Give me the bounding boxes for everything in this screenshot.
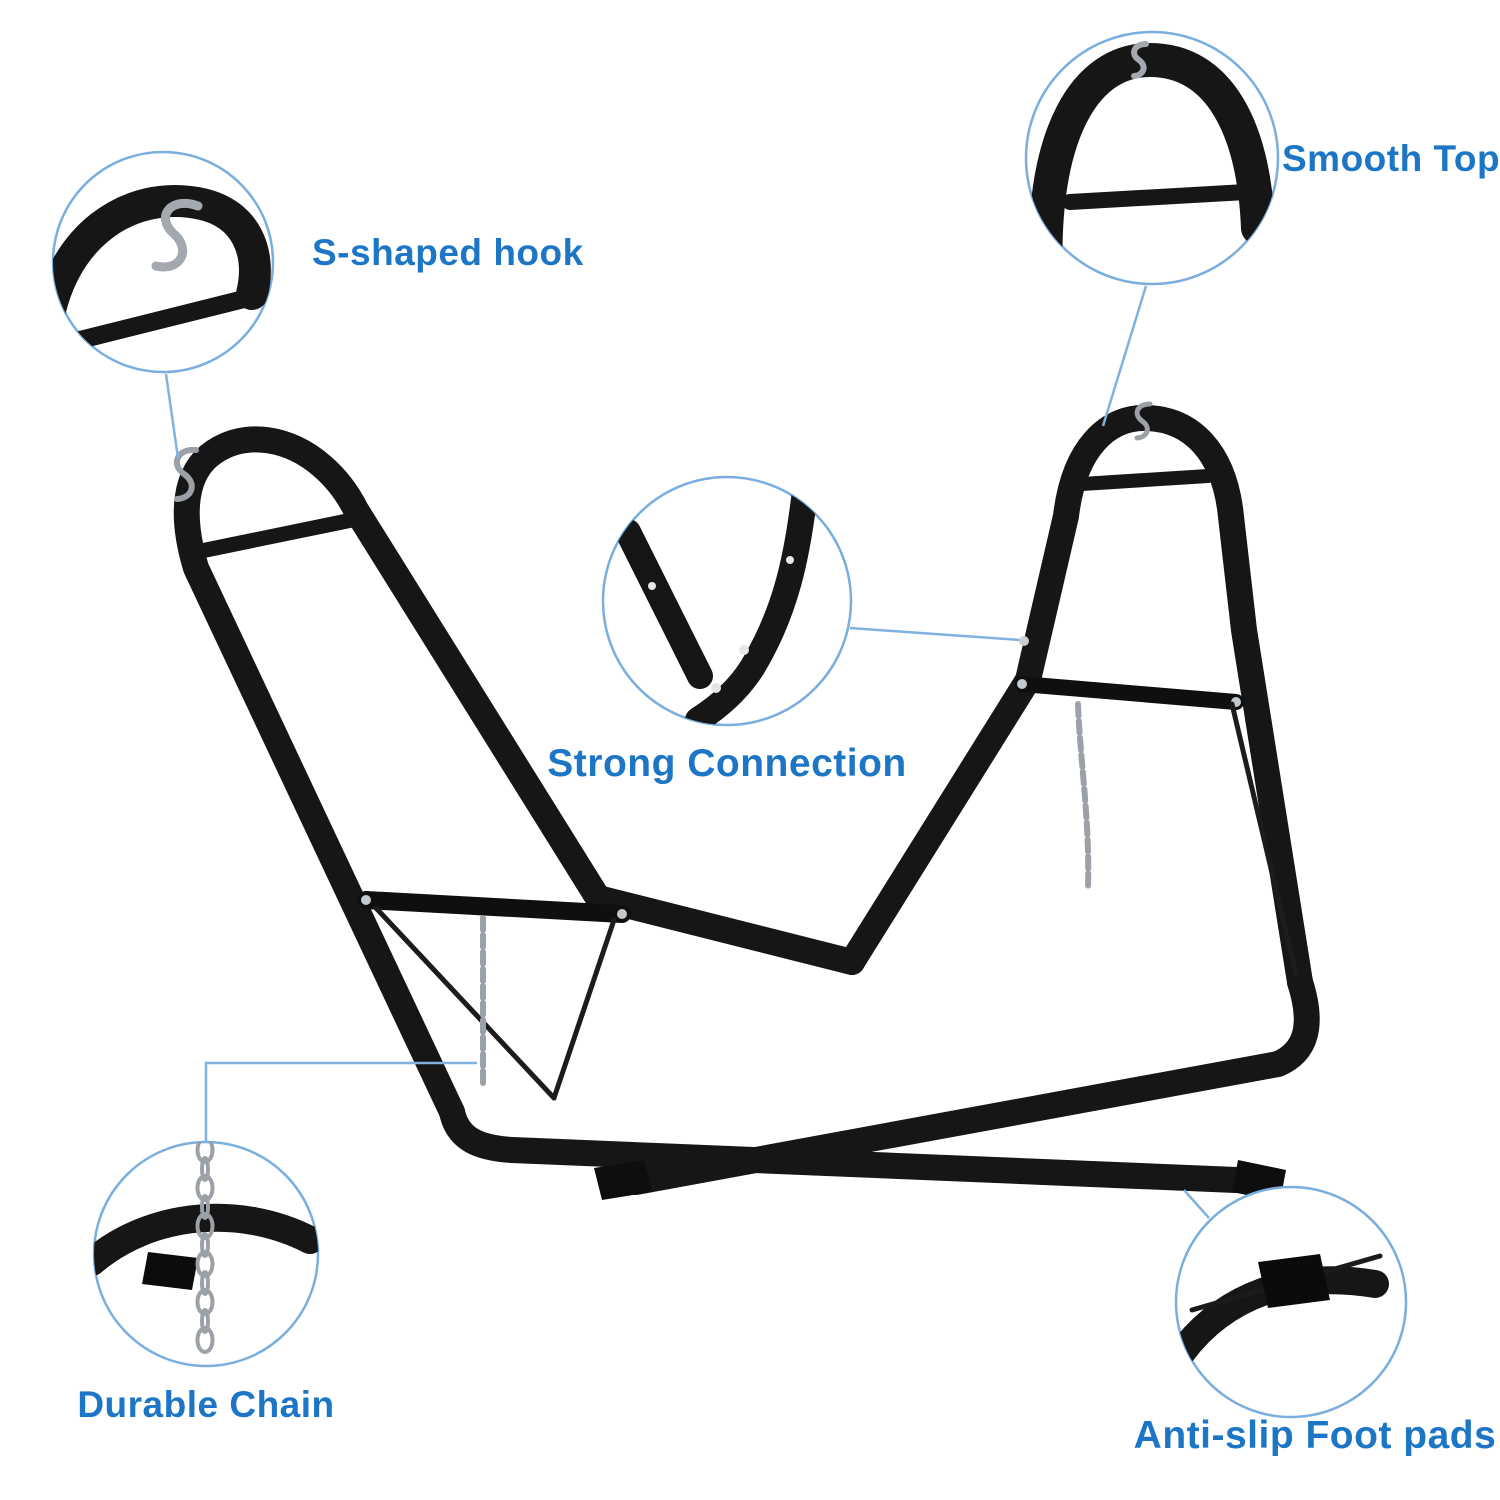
spreader-bar-left	[357, 891, 631, 923]
connection-button-4	[786, 556, 794, 564]
callout-detail-strong-connection	[615, 477, 819, 725]
connection-button-2	[711, 683, 721, 693]
callout-detail-smooth-top	[1028, 41, 1275, 284]
leader-pin-strong-connection	[1019, 636, 1029, 646]
foot-pad-zoom	[1258, 1254, 1330, 1308]
leader-lines	[164, 285, 1210, 1219]
foot-pad-left-end	[594, 1160, 652, 1200]
callout-smooth-top	[1024, 30, 1280, 286]
label-smooth-top: Smooth Top	[1282, 138, 1500, 179]
callout-foot-pads	[1174, 1185, 1408, 1419]
leader-line-foot-pads	[1183, 1189, 1210, 1219]
ground-rail-left	[439, 1099, 1249, 1193]
label-durable-chain: Durable Chain	[77, 1384, 335, 1425]
right-loop-tube	[839, 404, 1313, 995]
spreader-bar-right	[1014, 676, 1244, 710]
leader-line-durable-chain	[204, 1061, 477, 1141]
spreader-hook-left-b	[617, 909, 627, 919]
ground-rail-right	[623, 969, 1320, 1195]
callout-detail-foot-pads	[1176, 1253, 1389, 1366]
right-loop-crossbar	[1075, 469, 1215, 491]
middle-rail-tube	[585, 885, 865, 975]
label-s-shaped-hook: S-shaped hook	[312, 232, 584, 273]
s-hook-zoom-icon	[151, 198, 203, 272]
left-loop-crossbar	[198, 512, 360, 558]
callout-detail-durable-chain	[94, 1142, 318, 1354]
s-hook-small-icon-right	[1134, 401, 1153, 441]
leader-line-strong-connection	[849, 626, 1021, 642]
connection-button-1	[739, 645, 749, 655]
brace-rod-left-b	[551, 917, 617, 1101]
brace-rod-right	[1229, 701, 1299, 977]
spreader-hook-right-a	[1017, 679, 1027, 689]
leader-line-s-hook	[164, 373, 180, 459]
connection-button-3	[648, 582, 656, 590]
foot-bracket-zoom	[142, 1252, 198, 1290]
leader-line-smooth-top	[1101, 285, 1148, 427]
hammock-stand	[173, 401, 1320, 1202]
hook-zoom-icon	[1131, 41, 1149, 79]
callout-s-hook	[51, 150, 275, 374]
spreader-hook-left-a	[361, 895, 371, 905]
s-hook-small-icon	[173, 446, 199, 502]
callout-durable-chain	[92, 1140, 320, 1368]
label-anti-slip-foot-pads: Anti-slip Foot pads	[1133, 1414, 1497, 1457]
brace-rod-left-a	[373, 905, 557, 1101]
callout-strong-connection	[601, 475, 853, 727]
chain-zoom-links	[195, 1142, 215, 1354]
chain-right	[1075, 701, 1092, 891]
callout-detail-s-hook	[53, 185, 271, 351]
left-loop-tube	[173, 426, 611, 1125]
label-strong-connection: Strong Connection	[547, 742, 907, 785]
